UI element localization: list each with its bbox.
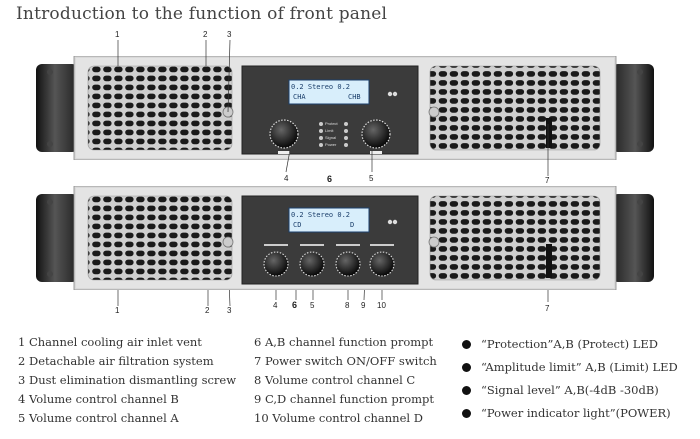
- callout-bottom-1: 1: [115, 306, 120, 315]
- callout-top-1: 1: [115, 30, 120, 39]
- amplifier-front-panel-bottom: 0.2 Stereo 0.2 CD D: [36, 185, 654, 291]
- led-legend-power: “Power indicator light”(POWER): [462, 402, 678, 425]
- callout-top-4: 4: [284, 174, 289, 183]
- lcd-ch-c: CD: [293, 221, 302, 229]
- legend-item-9: 9 C,D channel function prompt: [254, 392, 435, 406]
- page-title: Introduction to the function of front pa…: [16, 4, 388, 24]
- led-legend-text: “Signal level” A,B(-4dB -30dB): [481, 383, 659, 397]
- led-label-protect: Protect: [325, 121, 338, 126]
- legend-item-10: 10 Volume control channel D: [254, 411, 423, 425]
- amplifier-front-panel-top: 0.2 Stereo 0.2 CHA CHB Protect Limit Sig…: [36, 55, 654, 161]
- legend-item-5: 5 Volume control channel A: [18, 411, 179, 425]
- lcd-ch-a: CHA: [293, 93, 306, 101]
- callout-bottom-6: 6: [292, 300, 298, 310]
- callout-bottom-10: 10: [377, 301, 386, 310]
- led-label-signal: Signal: [325, 135, 337, 140]
- callout-top-7: 7: [545, 176, 550, 185]
- legend-column-2: 6 A,B channel function prompt 7 Power sw…: [254, 333, 437, 428]
- callout-top-5: 5: [369, 174, 374, 183]
- callout-bottom-5: 5: [310, 301, 315, 310]
- bullet-icon: [462, 363, 471, 372]
- callout-top-3: 3: [227, 30, 232, 39]
- led-legend-text: “Protection”A,B (Protect) LED: [481, 337, 659, 351]
- lcd-line-bottom: 0.2 Stereo 0.2: [291, 211, 351, 219]
- callout-bottom-4: 4: [273, 301, 278, 310]
- led-label-power: Power: [325, 142, 337, 147]
- led-labels: Protect Limit Signal Power: [325, 120, 338, 148]
- callout-bottom-8: 8: [345, 301, 350, 310]
- legend-item-3: 3 Dust elimination dismantling screw: [18, 373, 237, 387]
- led-legend-text: “Power indicator light”(POWER): [481, 406, 671, 420]
- legend-item-2: 2 Detachable air filtration system: [18, 354, 214, 368]
- lcd-line-top: 0.2 Stereo 0.2: [291, 83, 351, 91]
- callout-bottom-3: 3: [227, 306, 232, 315]
- lcd-ch-d: D: [350, 221, 355, 229]
- legend-item-4: 4 Volume control channel B: [18, 392, 179, 406]
- legend-column-1: 1 Channel cooling air inlet vent 2 Detac…: [18, 333, 236, 428]
- legend-item-7: 7 Power switch ON/OFF switch: [254, 354, 437, 368]
- lcd-ch-b: CHB: [348, 93, 361, 101]
- legend-item-1: 1 Channel cooling air inlet vent: [18, 335, 202, 349]
- led-legend-signal: “Signal level” A,B(-4dB -30dB): [462, 379, 678, 402]
- led-legend-protection: “Protection”A,B (Protect) LED: [462, 333, 678, 356]
- bullet-icon: [462, 386, 471, 395]
- legend-item-6: 6 A,B channel function prompt: [254, 335, 434, 349]
- callout-top-6: 6: [327, 174, 333, 184]
- led-legend-limit: “Amplitude limit” A,B (Limit) LED: [462, 356, 678, 379]
- legend-item-8: 8 Volume control channel C: [254, 373, 416, 387]
- bullet-icon: [462, 409, 471, 418]
- amplifier-bottom-drawing: [36, 185, 654, 291]
- callout-top-2: 2: [203, 30, 208, 39]
- led-label-limit: Limit: [325, 128, 334, 133]
- right-handle: [612, 64, 654, 152]
- left-handle: [36, 64, 78, 152]
- legend-led-list: “Protection”A,B (Protect) LED “Amplitude…: [462, 333, 678, 425]
- callout-bottom-2: 2: [205, 306, 210, 315]
- amplifier-top-drawing: [36, 55, 654, 161]
- callout-bottom-9: 9: [361, 301, 366, 310]
- callout-bottom-7: 7: [545, 304, 550, 313]
- bullet-icon: [462, 340, 471, 349]
- led-legend-text: “Amplitude limit” A,B (Limit) LED: [481, 360, 678, 374]
